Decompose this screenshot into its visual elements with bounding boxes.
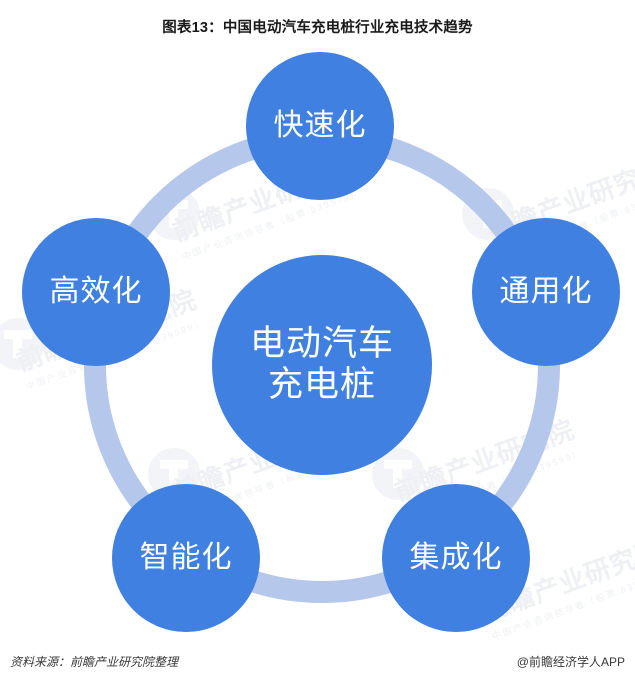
brand-note: @前瞻经济学人APP xyxy=(516,655,625,669)
diagram-node-label: 智能化 xyxy=(139,540,233,574)
diagram-node-center[interactable]: 电动汽车 充电桩 xyxy=(212,255,432,475)
diagram-node-label: 高效化 xyxy=(49,274,143,308)
diagram-node-label: 集成化 xyxy=(409,540,503,574)
diagram-node-right[interactable]: 通用化 xyxy=(472,218,620,366)
center-label-line2: 充电桩 xyxy=(267,365,376,404)
page-title: 图表13：中国电动汽车充电桩行业充电技术趋势 xyxy=(162,20,473,36)
center-label-line1: 电动汽车 xyxy=(249,324,394,364)
source-note: 资料来源：前瞻产业研究院整理 xyxy=(10,655,179,669)
diagram-node-label: 通用化 xyxy=(499,274,593,308)
diagram-node-left[interactable]: 高效化 xyxy=(22,218,170,366)
diagram-node-label: 快速化 xyxy=(273,108,367,142)
diagram-node-bottom-right[interactable]: 集成化 xyxy=(382,484,530,632)
diagram-node-top[interactable]: 快速化 xyxy=(246,52,394,200)
diagram-node-bottom-left[interactable]: 智能化 xyxy=(112,484,260,632)
